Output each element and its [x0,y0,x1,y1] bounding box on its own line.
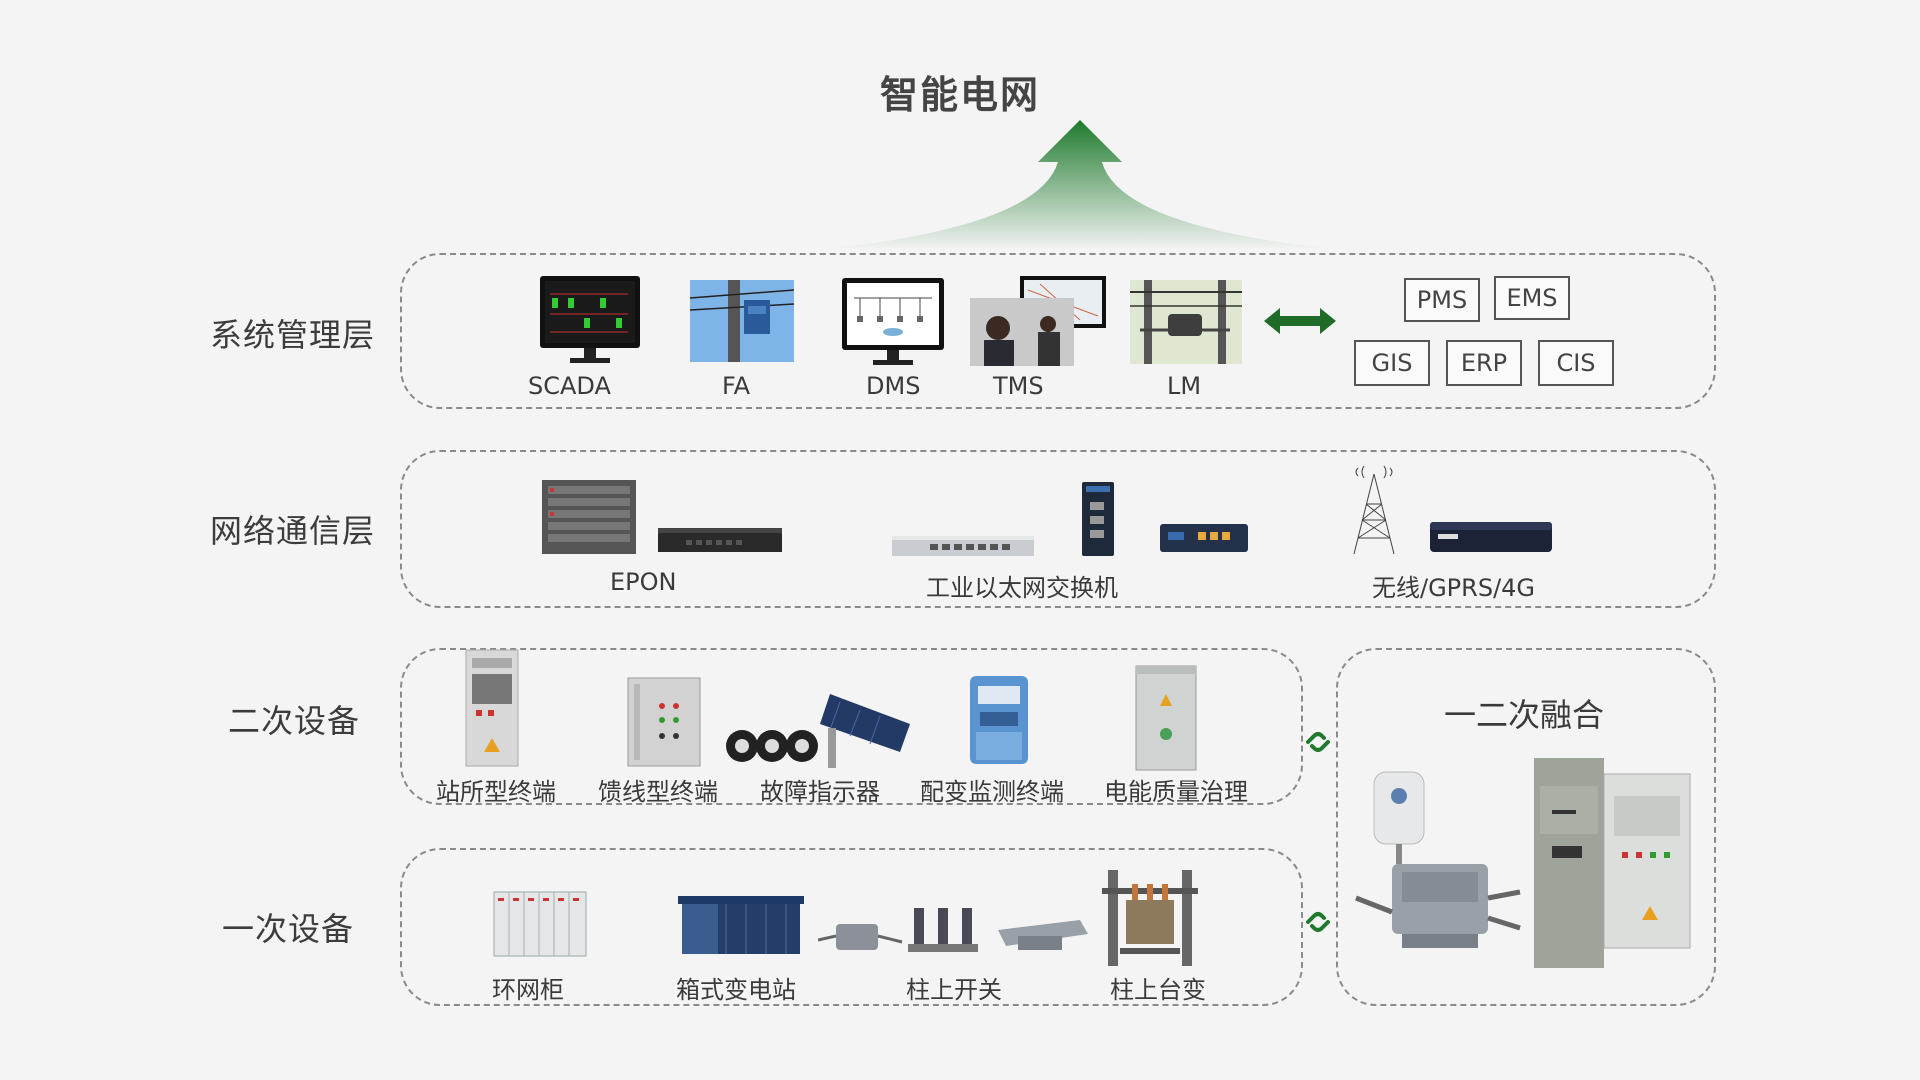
label-pole-switch: 柱上开关 [906,976,1002,1004]
label-scada: SCADA [528,372,611,400]
label-feeder-terminal: 馈线型终端 [598,778,718,806]
primary-device-panel [400,848,1303,1006]
label-wireless: 无线/GPRS/4G [1372,574,1536,602]
dms-monitor-image [840,276,946,372]
power-quality-cabinet-image [1132,664,1200,778]
link-icon [1306,912,1330,932]
label-box-substation: 箱式变电站 [676,976,796,1004]
fusion-panel [1336,648,1716,1006]
system-box-cis: CIS [1538,340,1614,386]
label-dms: DMS [866,372,921,400]
feeder-terminal-image [626,676,702,772]
layer-label-network: 网络通信层 [210,512,376,550]
system-box-pms: PMS [1404,278,1480,322]
label-industrial-ethernet: 工业以太网交换机 [926,574,1118,602]
system-box-erp: ERP [1446,340,1522,386]
fusion-title: 一二次融合 [1444,696,1605,734]
label-tms: TMS [993,372,1044,400]
label-epon: EPON [610,568,677,596]
up-arrow-icon [815,120,1345,250]
label-lm: LM [1167,372,1202,400]
layer-label-primary: 一次设备 [222,910,355,948]
layer-label-management: 系统管理层 [210,316,376,354]
din-switch-image [1078,480,1118,562]
page-title: 智能电网 [879,73,1040,117]
tms-control-room-image [970,276,1106,370]
fusion-pole-switch-image [1352,768,1522,972]
box-substation-image [676,894,806,960]
small-switch-image [1158,520,1250,560]
management-layer-panel [400,253,1716,409]
link-icon [1306,732,1330,752]
label-distribution-monitor: 配变监测终端 [920,778,1064,806]
system-box-ems: EMS [1494,276,1570,320]
ring-main-unit-image [492,890,588,962]
bidirectional-arrow-icon [1264,308,1336,334]
network-layer-panel [400,450,1716,608]
wireless-modem-image [1428,516,1554,560]
label-ring-main-unit: 环网柜 [492,976,564,1004]
layer-label-secondary: 二次设备 [228,702,361,740]
pole-transformer-image [1100,870,1200,970]
label-fa: FA [722,372,751,400]
lm-line-image [1130,280,1242,368]
fusion-cabinet-image [1532,756,1692,974]
distribution-monitor-terminal-image [966,672,1032,772]
scada-monitor-image [538,274,642,370]
fault-indicator-image [720,684,930,778]
label-fault-indicator: 故障指示器 [760,778,880,806]
pole-switch-image [817,900,1092,966]
fa-pole-image [689,280,795,366]
label-power-quality: 电能质量治理 [1104,778,1248,806]
label-pole-transformer: 柱上台变 [1110,976,1206,1004]
label-station-terminal: 站所型终端 [436,778,556,806]
cell-tower-image [1344,460,1404,560]
station-terminal-cabinet-image [462,648,522,772]
rack-switch-image [890,534,1036,562]
epon-chassis-image [540,478,638,560]
secondary-device-panel [400,648,1303,805]
epon-switch-image [656,524,784,560]
system-box-gis: GIS [1354,340,1430,386]
